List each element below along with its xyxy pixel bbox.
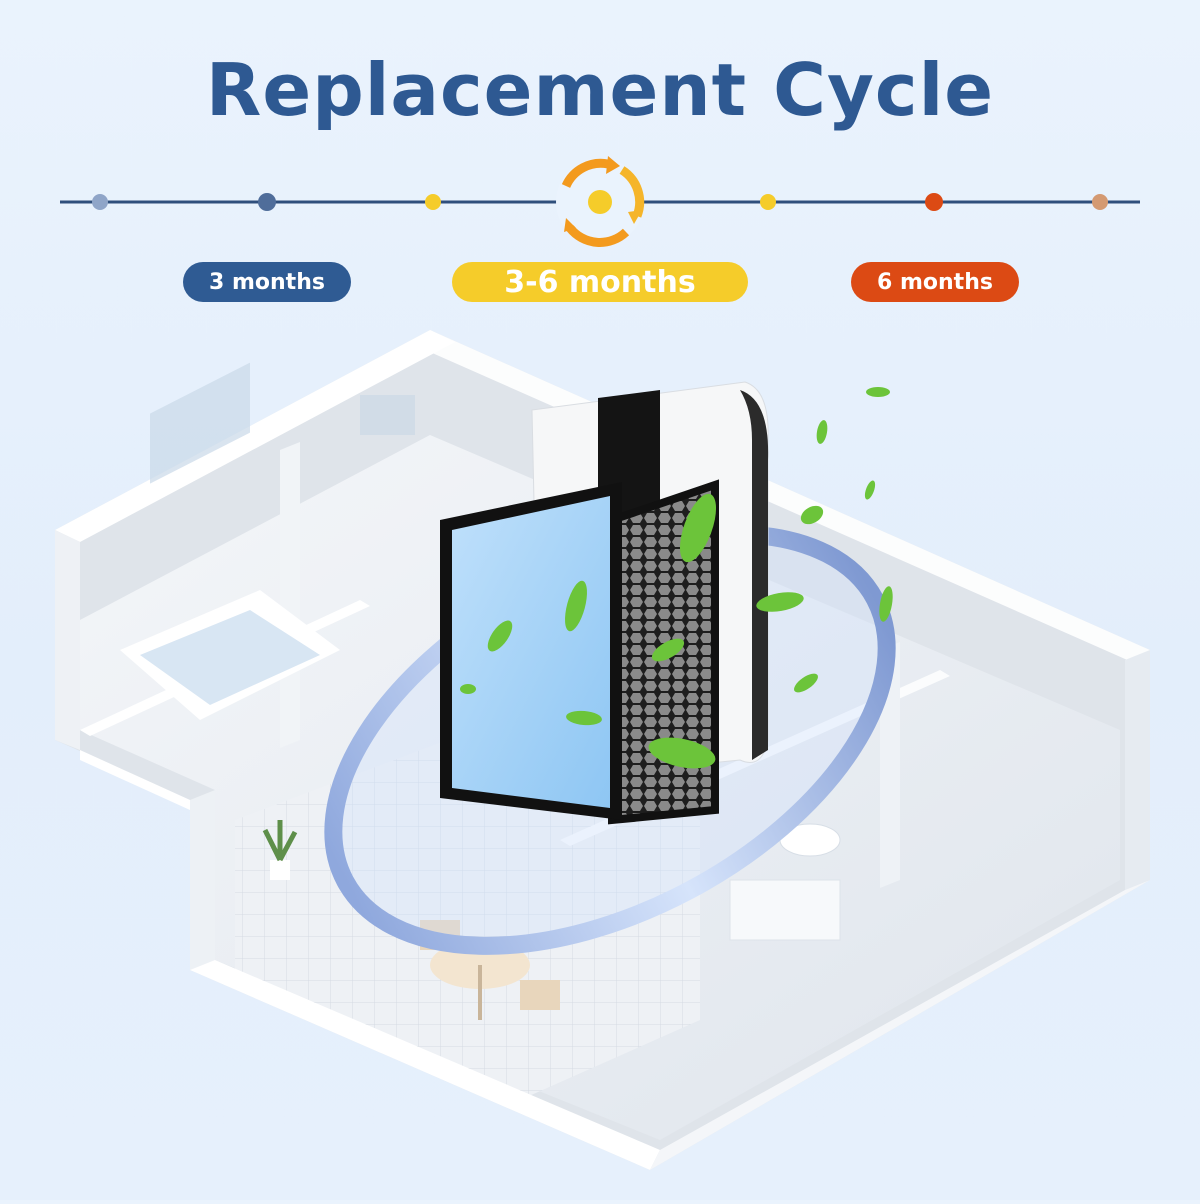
hepa-filter-icon: [440, 482, 622, 820]
timeline-dot: [92, 194, 108, 210]
timeline-dot: [425, 194, 441, 210]
timeline-dot: [258, 193, 276, 211]
apartment-floorplan-icon: [55, 330, 1150, 1170]
badge-6-months: 6 months: [851, 262, 1019, 302]
timeline-dot: [925, 193, 943, 211]
refresh-cycle-icon: [556, 156, 645, 247]
timeline-dot: [760, 194, 776, 210]
badge-3-months: 3 months: [183, 262, 351, 302]
replacement-timeline: [60, 150, 1140, 250]
page-title: Replacement Cycle: [205, 48, 995, 132]
badge-3-6-months: 3-6 months: [452, 262, 748, 302]
leaf-icon: [460, 387, 893, 769]
timeline-graphic: [60, 156, 1140, 247]
timeline-dot: [1092, 194, 1108, 210]
apartment-illustration: [0, 320, 1200, 1200]
